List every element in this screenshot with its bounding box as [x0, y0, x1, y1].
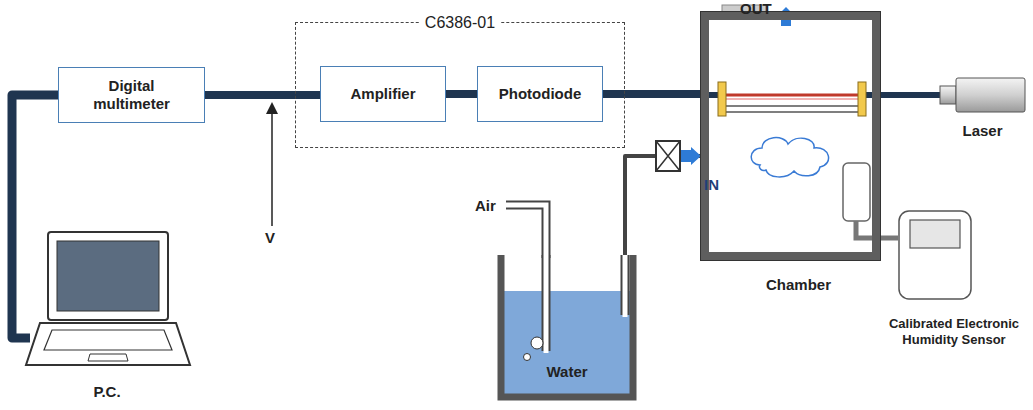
- voltage-label: V: [265, 229, 275, 246]
- air-pipe-inner: [506, 205, 546, 260]
- node-label: Laser: [940, 122, 1025, 140]
- group-title: C6386-01: [419, 13, 501, 32]
- inflow-label: IN: [704, 176, 719, 193]
- cable: [446, 90, 477, 98]
- cell-tube: [726, 111, 858, 113]
- multimeter-box: Digital multimeter: [58, 67, 205, 123]
- voltage-arrowhead: [266, 102, 278, 114]
- water-bottle: Water: [497, 255, 637, 405]
- node-label: Chamber: [709, 276, 888, 294]
- laser-beam-glow: [726, 98, 858, 100]
- photodiode-box: Photodiode: [477, 66, 603, 122]
- laser-source: Laser: [940, 78, 1025, 112]
- cable: [880, 92, 940, 98]
- node-label: Amplifier: [350, 85, 415, 103]
- outflow-label: OUT: [740, 0, 772, 17]
- cable: [205, 91, 320, 99]
- amplifier-box: Amplifier: [320, 66, 446, 122]
- cell-tube: [726, 105, 858, 107]
- vapour-cloud: [751, 138, 828, 177]
- node-label: Photodiode: [499, 85, 582, 103]
- laser-beam: [726, 94, 858, 97]
- node-label: Digital multimeter: [77, 77, 187, 113]
- cell-window: [718, 82, 726, 116]
- cable: [603, 90, 701, 98]
- node-label: Water: [497, 363, 637, 381]
- voltage-leader: [271, 108, 273, 226]
- air-pipe: [506, 205, 546, 258]
- cell-window: [858, 82, 866, 116]
- laser-shape: [940, 78, 1025, 112]
- air-label: Air: [475, 197, 496, 214]
- humidity-sensor: Calibrated Electronic Humidity Sensor: [898, 210, 972, 300]
- water-shape: [497, 255, 637, 405]
- module-group: C6386-01AmplifierPhotodiode: [295, 22, 625, 148]
- node-label: Calibrated Electronic Humidity Sensor: [880, 316, 1028, 347]
- laptop-pc: P.C.: [22, 228, 192, 403]
- pc-shape: [22, 228, 192, 403]
- valve-symbol: [656, 141, 680, 171]
- chamber-box: Chamber: [701, 12, 880, 260]
- node-label: P.C.: [22, 383, 192, 401]
- humidity-probe: [843, 163, 870, 221]
- valve-cross: [656, 141, 680, 171]
- sensor-shape: [898, 210, 972, 300]
